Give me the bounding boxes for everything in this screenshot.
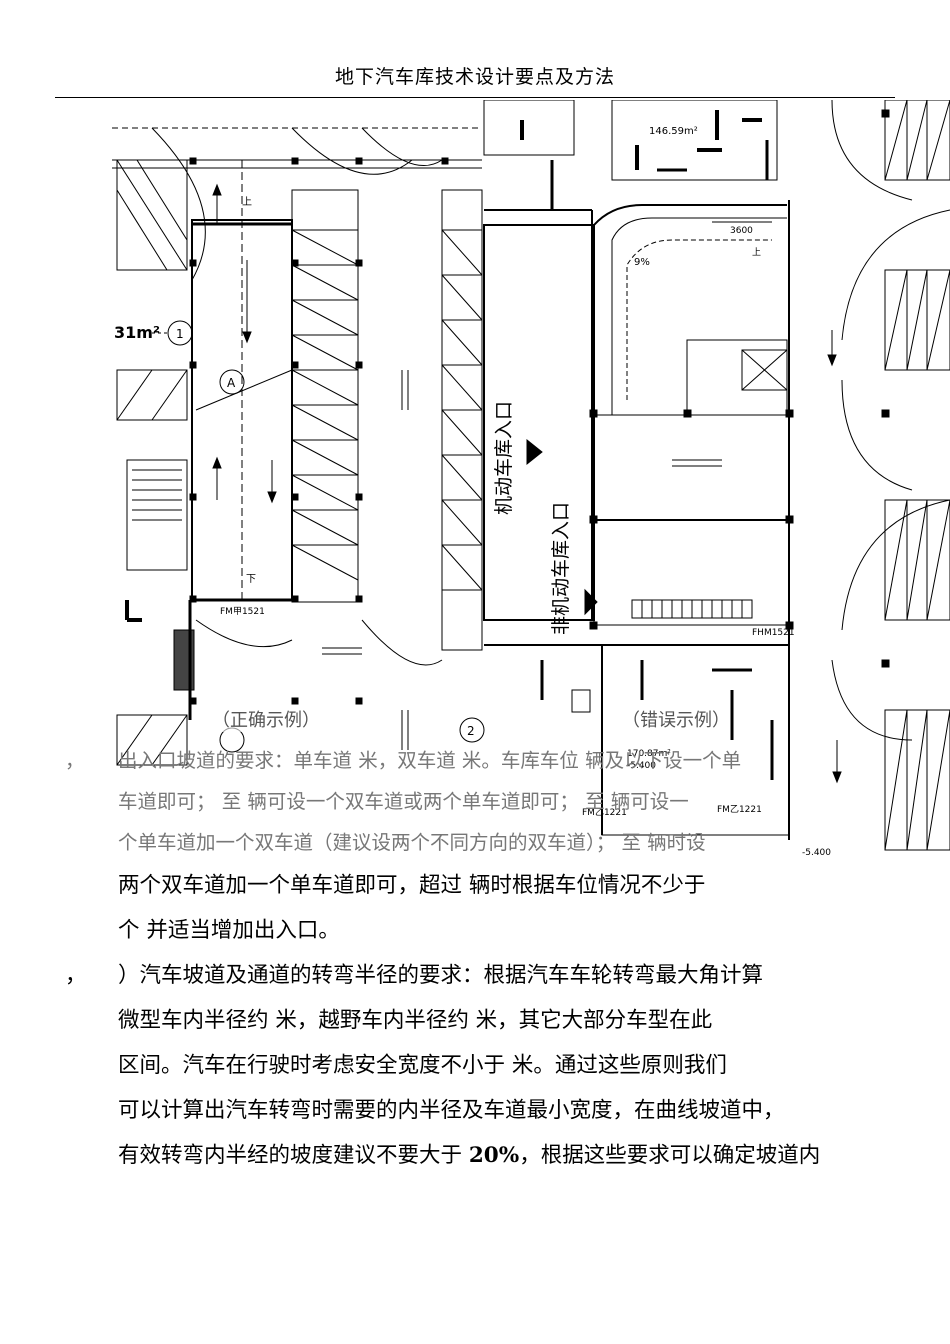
text-line: 个单车道加一个双车道（建议设两个不同方向的双车道）； 至 辆时设 bbox=[118, 831, 706, 854]
paragraph-turning-radius: ， ）汽车坡道及通道的转弯半径的要求：根据汽车车轮转弯最大角计算 微型车内半径约… bbox=[55, 953, 905, 1178]
dimension-3600: 3600 bbox=[730, 226, 753, 236]
text-line: 区间。汽车在行驶时考虑安全宽度不小于 米。通过这些原则我们 bbox=[118, 1053, 727, 1078]
page-header-title: 地下汽车库技术设计要点及方法 bbox=[334, 66, 615, 88]
room-level-right: -5.400 bbox=[802, 848, 831, 858]
circle-label-1: 1 bbox=[176, 327, 184, 341]
motor-vehicle-entrance-label: 机动车库入口 bbox=[493, 401, 515, 515]
text-line: 出入口坡道的要求：单车道 米，双车道 米。车库车位 辆及以下设一个单 bbox=[118, 749, 742, 772]
text-line: 个 并适当增加出入口。 bbox=[118, 918, 340, 943]
floor-plan-figure: 31m² 1 A 2 上 下 FM甲1521 146.59m² 3600 上 9… bbox=[112, 100, 950, 890]
text-prefix: 有效转弯内半经的坡度建议不要大于 bbox=[118, 1143, 469, 1168]
text-line: 车道即可； 至 辆可设一个双车道或两个单车道即可； 至 辆可设一 bbox=[118, 790, 689, 813]
door-label-right: FHM1521 bbox=[752, 628, 795, 638]
circle-label-a: A bbox=[227, 376, 236, 390]
fm-code-1: FM乙1221 bbox=[717, 804, 762, 815]
arrow-label-down: 下 bbox=[246, 574, 256, 585]
caption-wrong-example: （错误示例） bbox=[622, 706, 730, 732]
arrow-label-up-right: 上 bbox=[752, 247, 761, 258]
floor-plan-drawing: 31m² 1 A 2 上 下 FM甲1521 146.59m² 3600 上 9… bbox=[112, 100, 950, 858]
text-line: 微型车内半径约 米，越野车内半径约 米，其它大部分车型在此 bbox=[118, 1008, 713, 1033]
fm-code-2: FM乙1221 bbox=[582, 807, 627, 818]
door-label-left: FM甲1521 bbox=[220, 606, 265, 617]
arrow-label-up: 上 bbox=[242, 196, 252, 208]
area-label-left: 31m² bbox=[114, 323, 160, 342]
room-level-mid: -5.400 bbox=[627, 761, 656, 771]
left-plan bbox=[112, 127, 485, 766]
paragraph-bullet: ， bbox=[65, 963, 87, 988]
text-line: 可以计算出汽车转弯时需要的内半径及车道最小宽度，在曲线坡道中， bbox=[118, 1098, 785, 1123]
slope-label: 9% bbox=[634, 257, 650, 268]
body-text: ， 出入口坡道的要求：单车道 米，双车道 米。车库车位 辆及以下设一个单 车道即… bbox=[55, 740, 905, 1178]
circle-label-2: 2 bbox=[467, 724, 475, 738]
header-rule bbox=[55, 97, 895, 98]
text-line: ）汽车坡道及通道的转弯半径的要求：根据汽车车轮转弯最大角计算 bbox=[118, 963, 764, 988]
caption-correct-example: （正确示例） bbox=[212, 706, 320, 732]
text-line: 两个双车道加一个单车道即可，超过 辆时根据车位情况不少于 bbox=[118, 873, 706, 898]
room-area-top: 146.59m² bbox=[649, 126, 698, 137]
paragraph-ramp-requirements-cont: 两个双车道加一个单车道即可，超过 辆时根据车位情况不少于 个 并适当增加出入口。 bbox=[55, 863, 905, 953]
right-plan bbox=[483, 100, 950, 851]
text-line-with-bold: 有效转弯内半经的坡度建议不要大于 20%，根据这些要求可以确定坡道内 bbox=[55, 1133, 905, 1178]
room-area-mid: 170.87m² bbox=[627, 749, 671, 759]
text-suffix: ，根据这些要求可以确定坡道内 bbox=[519, 1143, 821, 1168]
paragraph-ramp-requirements: ， 出入口坡道的要求：单车道 米，双车道 米。车库车位 辆及以下设一个单 车道即… bbox=[55, 740, 905, 863]
paragraph-bullet: ， bbox=[65, 749, 85, 772]
non-motor-vehicle-entrance-label: 非机动车库入口 bbox=[550, 502, 572, 635]
slope-percentage: 20% bbox=[468, 1143, 520, 1168]
